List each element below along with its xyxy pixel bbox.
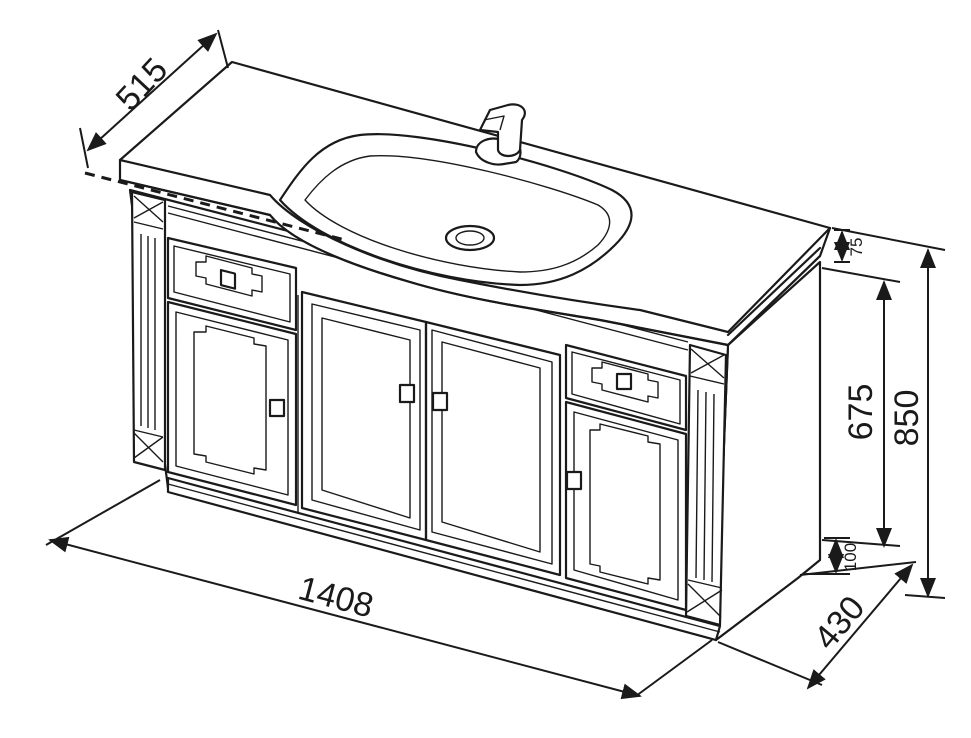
right-drawer-handle-icon[interactable]	[615, 372, 633, 391]
left-door	[166, 300, 298, 507]
label-top-thickness: 75	[847, 238, 866, 257]
label-base-depth: 430	[807, 589, 873, 657]
left-door-handle-icon[interactable]	[268, 398, 286, 418]
center-right-door-handle-icon[interactable]	[431, 391, 449, 412]
left-drawer-handle-icon[interactable]	[219, 268, 237, 290]
label-cabinet-height: 675	[842, 384, 880, 441]
label-total-height: 850	[888, 390, 926, 447]
center-left-door-handle-icon[interactable]	[398, 383, 416, 404]
dim-plinth-height: 100	[806, 537, 860, 575]
hidden-edge-dash	[84, 171, 346, 242]
left-pilaster	[130, 190, 167, 472]
label-width: 1408	[294, 569, 377, 625]
dim-width: 1408	[45, 479, 713, 700]
label-top-depth: 515	[109, 51, 175, 118]
dim-cabinet-height: 675	[821, 267, 901, 548]
dim-total-height: 850	[831, 227, 946, 599]
right-pilaster	[684, 343, 728, 627]
left-drawer	[166, 236, 298, 332]
right-door-handle-icon[interactable]	[565, 470, 583, 491]
right-drawer	[564, 343, 688, 432]
faucet-icon	[474, 103, 526, 166]
sink-basin	[278, 133, 633, 287]
dim-top-thickness: 75	[834, 229, 866, 263]
drain-icon	[444, 224, 496, 252]
label-plinth-height: 100	[841, 543, 860, 571]
